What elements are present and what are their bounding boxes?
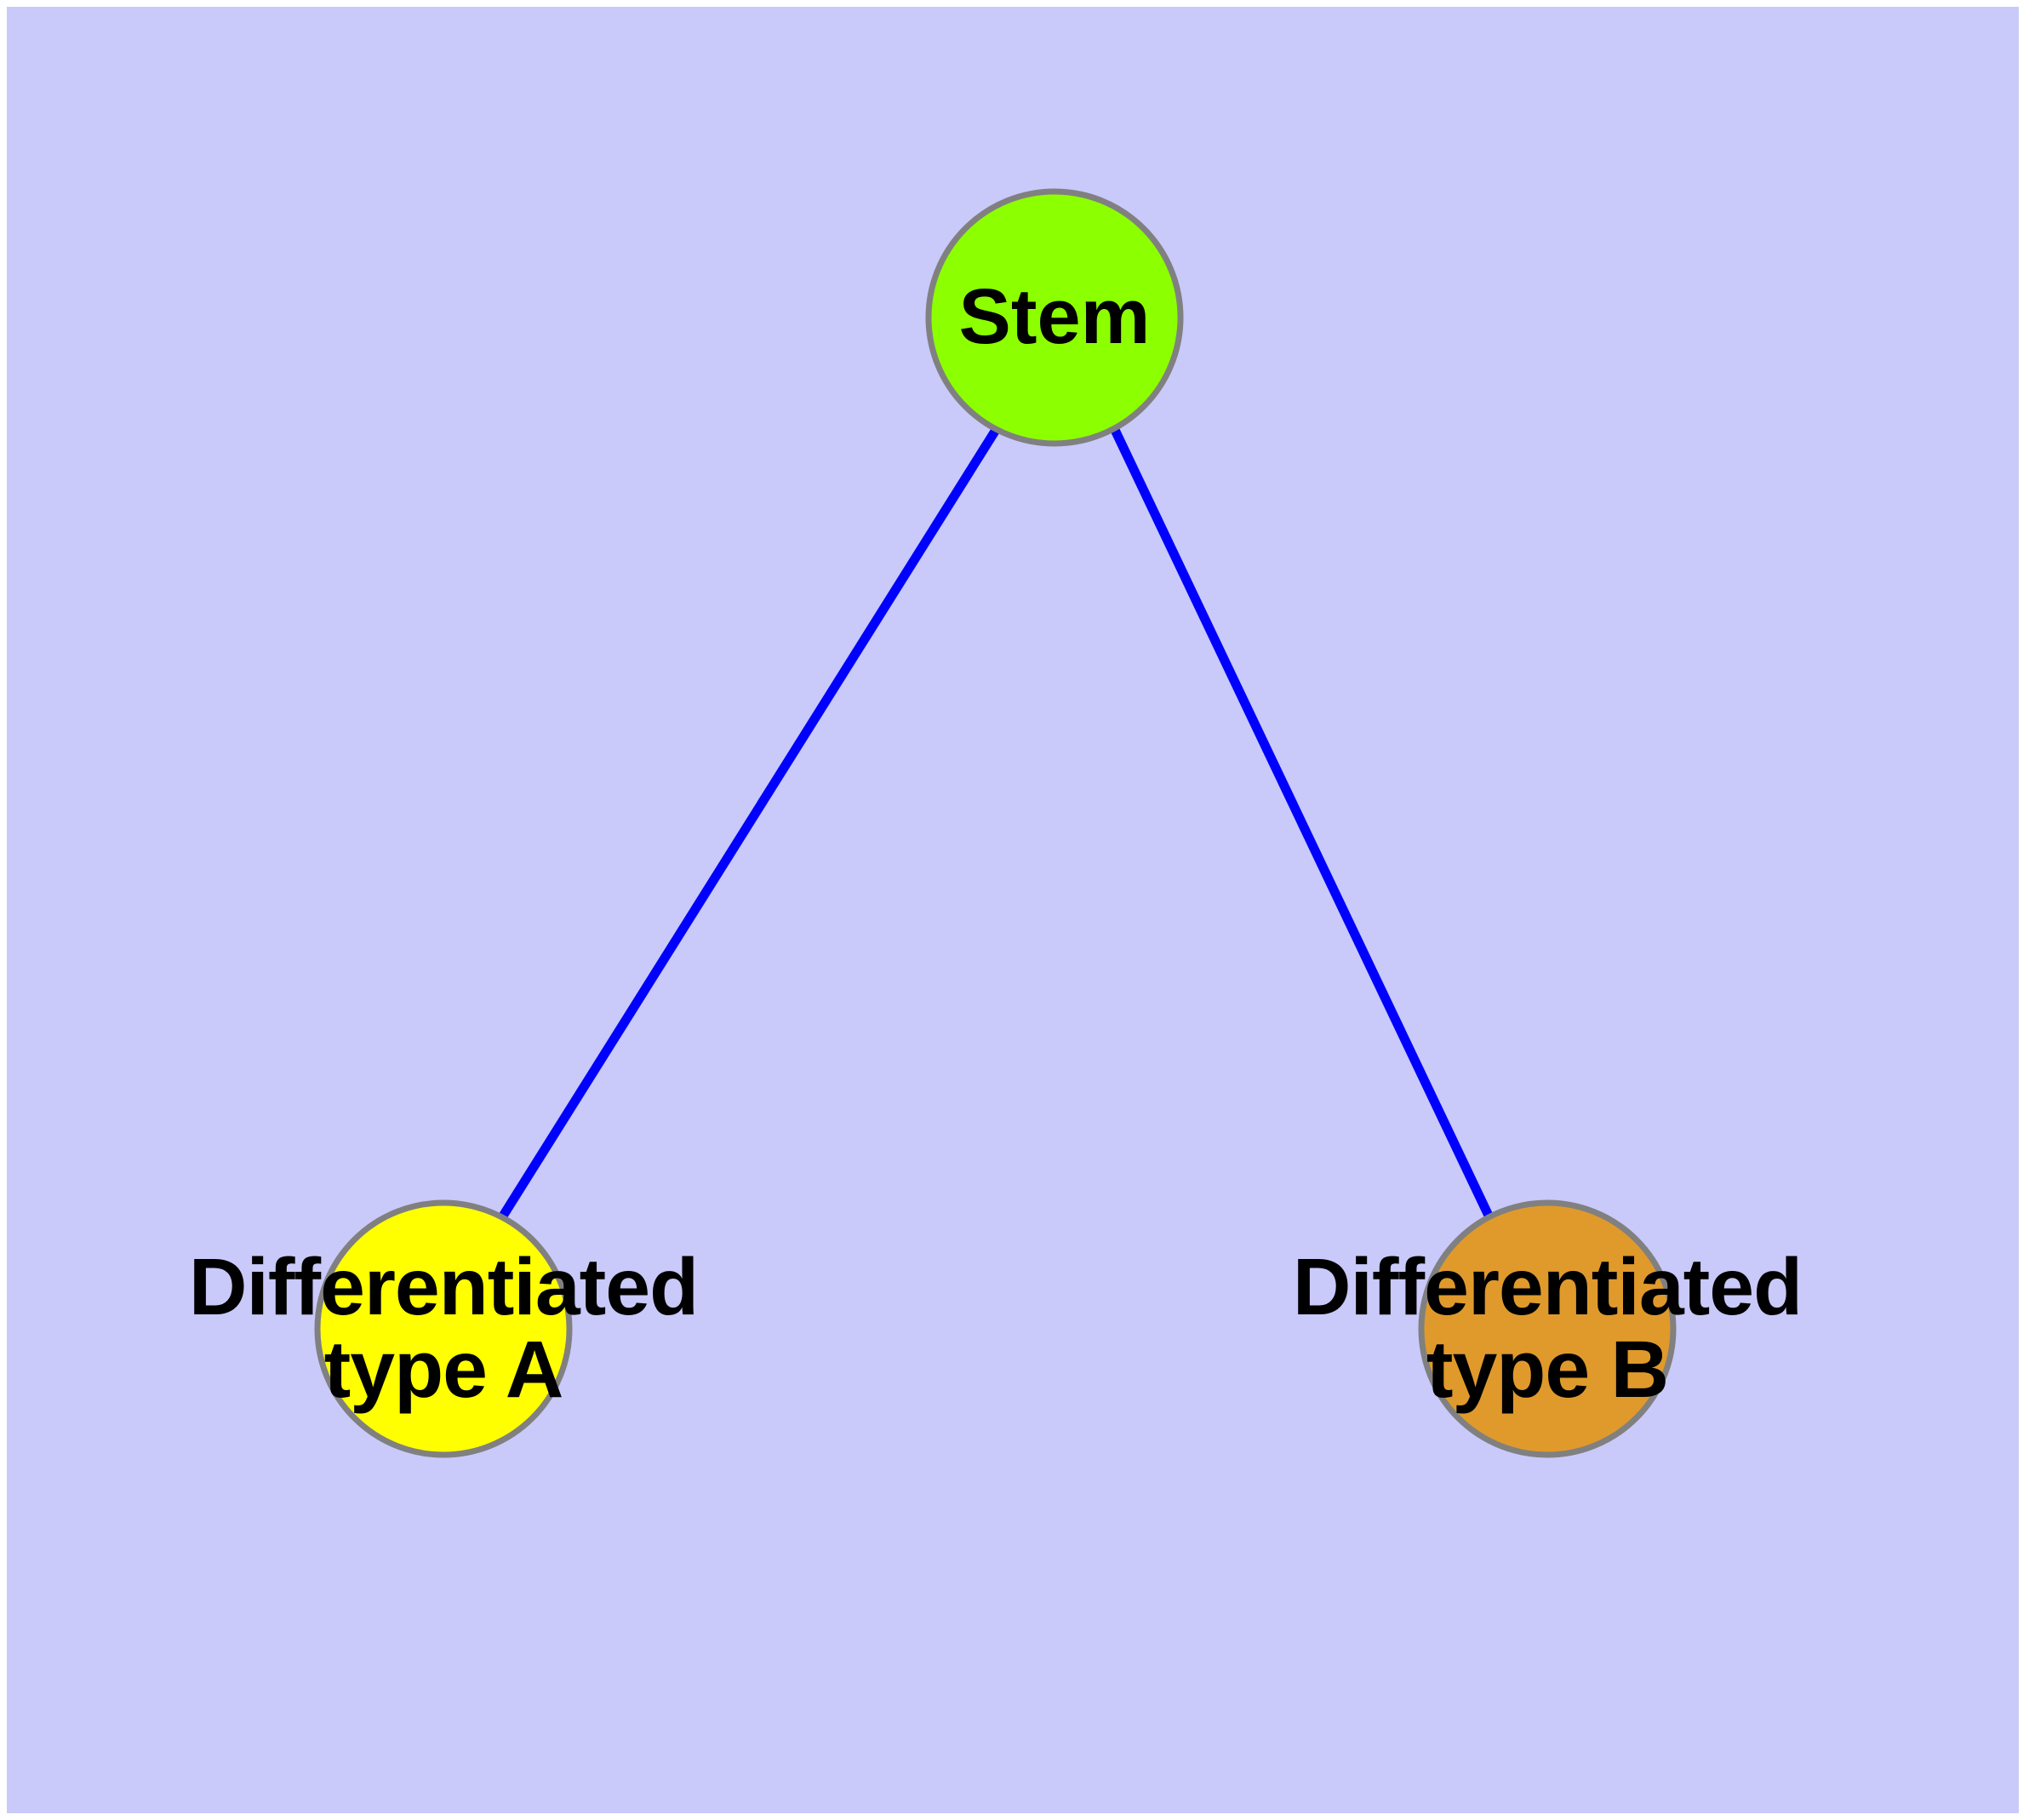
- edge-layer: [498, 427, 1494, 1220]
- node-differentiated-type-b[interactable]: [1418, 1199, 1677, 1458]
- node-differentiated-type-a[interactable]: [314, 1199, 573, 1458]
- edge-stem-to-differentiated-type-a[interactable]: [498, 427, 1000, 1220]
- node-stem[interactable]: [925, 188, 1184, 447]
- node-layer: [314, 188, 1677, 1458]
- edge-stem-to-differentiated-type-b[interactable]: [1111, 427, 1494, 1220]
